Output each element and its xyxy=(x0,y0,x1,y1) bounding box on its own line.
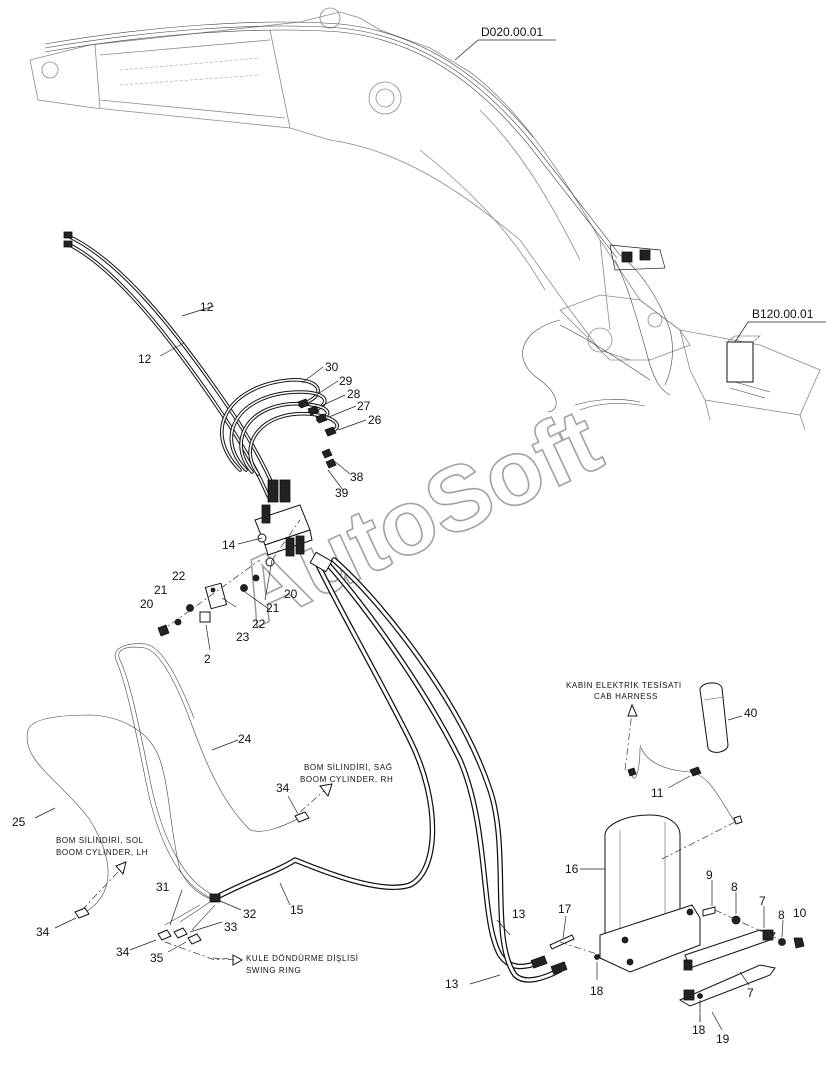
callout-29: 29 xyxy=(339,374,353,388)
note-swing-ring-tr: KULE DÖNDÜRME DİŞLİSİ xyxy=(246,954,359,963)
callout-38: 38 xyxy=(350,470,364,484)
callout-32: 32 xyxy=(243,907,257,921)
callout-18: 18 xyxy=(590,984,604,998)
callout-20: 20 xyxy=(284,587,298,601)
hose-loops-26-30 xyxy=(220,378,339,476)
callout-30: 30 xyxy=(325,360,339,374)
controller-assembly xyxy=(549,814,805,1030)
callout-17: 17 xyxy=(558,902,572,916)
boom-drawing-ref: D020.00.01 xyxy=(481,25,543,39)
note-arrows xyxy=(81,703,638,966)
callout-14: 14 xyxy=(222,538,236,552)
base-drawing-ref: B120.00.01 xyxy=(752,307,814,321)
callout-12: 12 xyxy=(138,352,152,366)
callout-22: 22 xyxy=(252,617,266,631)
callout-34: 34 xyxy=(36,925,50,939)
callout-21: 21 xyxy=(266,601,280,615)
callout-20: 20 xyxy=(140,597,154,611)
note-boom-cyl-lh-tr: BOM SİLİNDİRİ, SOL xyxy=(56,836,144,845)
callout-7: 7 xyxy=(747,986,754,1000)
callout-11: 11 xyxy=(651,786,664,800)
callout-8: 8 xyxy=(731,880,738,894)
note-boom-cyl-rh-tr: BOM SİLİNDİRİ, SAĞ xyxy=(304,763,393,772)
note-cab-harness-en: CAB HARNESS xyxy=(594,692,658,701)
note-boom-cyl-lh-en: BOOM CYLINDER, LH xyxy=(56,848,148,857)
note-swing-ring-en: SWING RING xyxy=(246,966,301,975)
callout-25: 25 xyxy=(12,815,26,829)
callout-18: 18 xyxy=(692,1023,706,1037)
callout-31: 31 xyxy=(156,880,170,894)
reference-tags: D020.00.01 B120.00.01 xyxy=(454,25,826,343)
cab-harness-11 xyxy=(627,682,743,861)
callout-2: 2 xyxy=(204,652,211,666)
notes: BOM SİLİNDİRİ, SAĞ BOOM CYLINDER, RH BOM… xyxy=(56,681,682,975)
valve-block-14 xyxy=(254,479,313,557)
callout-13: 13 xyxy=(445,977,459,991)
callout-7: 7 xyxy=(759,894,766,908)
callout-35: 35 xyxy=(150,951,164,965)
callout-22: 22 xyxy=(172,569,186,583)
callout-13: 13 xyxy=(512,907,526,921)
base-frame-outline xyxy=(522,319,821,431)
callout-12: 12 xyxy=(200,300,214,314)
callout-26: 26 xyxy=(368,413,382,427)
callout-16: 16 xyxy=(565,862,579,876)
callout-10: 10 xyxy=(793,906,807,920)
note-cab-harness-tr: KABİN ELEKTRİK TESİSATI xyxy=(566,681,682,690)
callout-15: 15 xyxy=(290,903,304,917)
note-boom-cyl-rh-en: BOOM CYLINDER, RH xyxy=(300,775,393,784)
callout-28: 28 xyxy=(347,387,361,401)
callout-24: 24 xyxy=(238,732,252,746)
callout-40: 40 xyxy=(744,706,758,720)
callout-9: 9 xyxy=(706,868,713,882)
tubes-24-25 xyxy=(26,643,301,916)
callout-39: 39 xyxy=(335,486,349,500)
callout-33: 33 xyxy=(224,920,238,934)
callout-34: 34 xyxy=(276,781,290,795)
fittings-cluster xyxy=(74,519,310,961)
callout-23: 23 xyxy=(236,630,250,644)
callout-27: 27 xyxy=(357,399,371,413)
hose-bundle-13-15 xyxy=(212,551,568,983)
callout-numbers: 12 12 30 29 28 27 26 38 39 14 22 21 20 2… xyxy=(12,300,807,1046)
callout-8: 8 xyxy=(778,908,785,922)
boom-outline xyxy=(29,7,691,396)
callout-21: 21 xyxy=(154,583,168,597)
callout-19: 19 xyxy=(716,1032,730,1046)
callout-34: 34 xyxy=(116,945,130,959)
leader-lines xyxy=(34,305,784,1031)
